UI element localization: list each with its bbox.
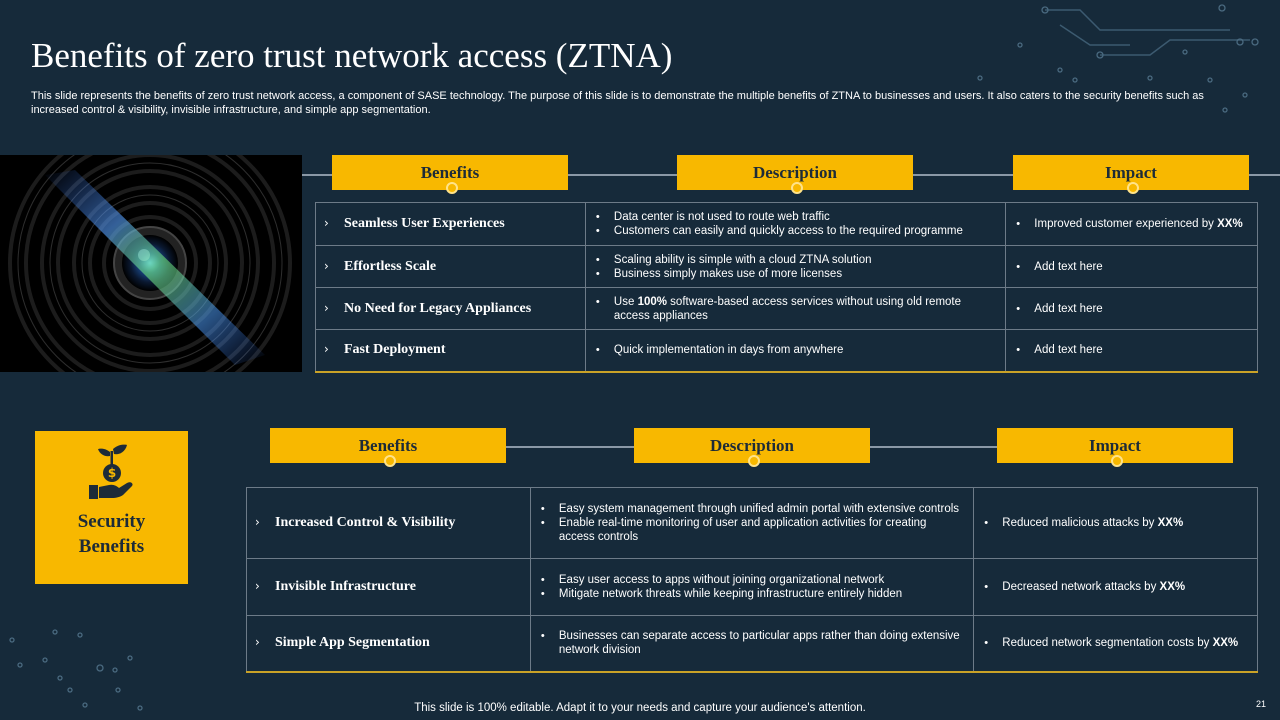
impact-item: Reduced malicious attacks by XX% [982,516,1249,530]
footer-note: This slide is 100% editable. Adapt it to… [414,702,866,714]
description-item: Use 100% software-based access services … [594,295,997,323]
header-description: Description [634,428,870,467]
header-description: Description [677,155,913,194]
header-benefits: Benefits [270,428,506,467]
security-benefits-table: › Increased Control & Visibility Easy sys… [246,487,1258,673]
benefit-label: Effortless Scale [344,258,437,274]
table-row: › Fast Deployment Quick implementation in… [315,329,1258,372]
svg-text:$: $ [107,466,115,480]
description-item: Data center is not used to route web tra… [594,210,997,224]
impact-item: Add text here [1014,343,1249,357]
chevron-right-icon: › [324,216,329,230]
table-row: › Effortless Scale Scaling ability is sim… [315,245,1258,288]
impact-item: Add text here [1014,260,1249,274]
description-item: Easy user access to apps without joining… [539,573,965,587]
description-item: Business simply makes use of more licens… [594,267,997,281]
impact-item: Add text here [1014,302,1249,316]
benefit-label: Invisible Infrastructure [275,579,416,594]
header-impact: Impact [1013,155,1249,194]
benefit-label: Increased Control & Visibility [275,515,456,530]
description-item: Scaling ability is simple with a cloud Z… [594,253,997,267]
security-label-line2: Benefits [78,536,145,557]
money-plant-hand-icon: $ [88,444,133,499]
description-item: Easy system management through unified a… [539,502,965,516]
header-impact: Impact [997,428,1233,467]
description-item: Businesses can separate access to partic… [539,629,965,657]
description-item: Enable real-time monitoring of user and … [539,516,965,544]
page-number: 21 [1255,699,1266,709]
chevron-right-icon: › [324,342,329,357]
header-benefits: Benefits [332,155,568,194]
table-row: › Seamless User Experiences Data center i… [315,202,1258,246]
impact-item: Reduced network segmentation costs by XX… [982,636,1249,650]
benefit-label: No Need for Legacy Appliances [344,300,532,316]
table-row: › Invisible Infrastructure Easy user acce… [246,558,1258,616]
benefit-label: Seamless User Experiences [344,216,505,231]
benefit-label: Fast Deployment [344,342,446,358]
description-item: Quick implementation in days from anywhe… [594,343,997,357]
description-item: Mitigate network threats while keeping i… [539,587,965,601]
description-item: Customers can easily and quickly access … [594,224,997,238]
chevron-right-icon: › [255,515,260,529]
security-label-line1: Security [77,511,146,532]
camera-lens-image [0,155,302,372]
table-row: › Simple App Segmentation Businesses can … [246,615,1258,672]
chevron-right-icon: › [255,635,260,650]
table-row: › Increased Control & Visibility Easy sys… [246,487,1258,559]
chevron-right-icon: › [324,258,329,273]
page-subtitle: This slide represents the benefits of ze… [31,90,1204,116]
benefits-table: › Seamless User Experiences Data center i… [315,202,1258,373]
security-benefits-box: $ Security Benefits [35,431,188,584]
impact-item: Decreased network attacks by XX% [982,580,1249,594]
page-title: Benefits of zero trust network access (Z… [31,36,673,75]
benefit-label: Simple App Segmentation [275,635,430,651]
impact-item: Improved customer experienced by XX% [1014,217,1249,231]
chevron-right-icon: › [255,579,260,593]
chevron-right-icon: › [324,300,329,315]
table-row: › No Need for Legacy Appliances Use 100% … [315,287,1258,330]
